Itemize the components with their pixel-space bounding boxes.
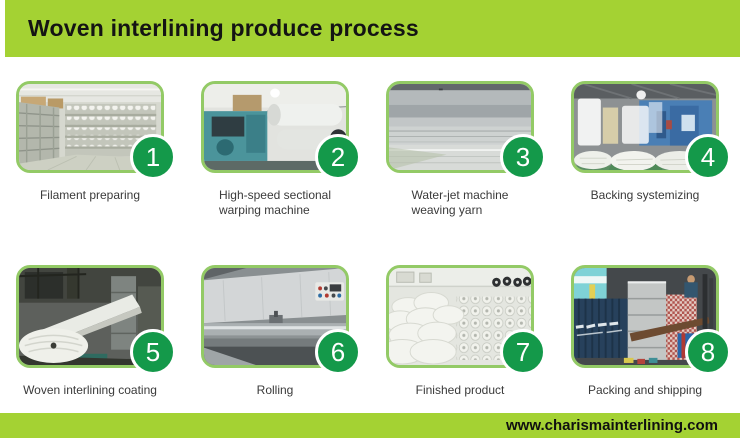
process-steps-grid: 1 Filament preparing	[0, 81, 740, 398]
step-caption: Water-jet machine weaving yarn	[386, 188, 534, 218]
step-number-badge: 3	[500, 134, 546, 180]
step-number: 1	[145, 142, 161, 172]
step-caption-text: High-speed sectional warping machine	[218, 188, 332, 217]
step-caption: Backing systemizing	[571, 188, 719, 203]
step-number-badge: 7	[500, 329, 546, 375]
step-number: 5	[145, 337, 161, 367]
step-caption-text: Water-jet machine weaving yarn	[411, 188, 509, 217]
step-photo-frame: 4	[571, 81, 731, 180]
process-step-7: 7 Finished product	[370, 265, 555, 398]
step-number-badge: 4	[685, 134, 731, 180]
step-number: 3	[515, 142, 531, 172]
step-caption: Finished product	[386, 383, 534, 398]
rolling-machine-photo	[204, 268, 346, 365]
page-footer: www.charismainterlining.com	[0, 413, 740, 438]
step-photo-frame: 6	[201, 265, 361, 375]
website-url[interactable]: www.charismainterlining.com	[506, 417, 718, 434]
process-step-3: 3 Water-jet machine weaving yarn	[370, 81, 555, 265]
page-title: Woven interlining produce process	[28, 15, 419, 41]
process-step-2: 2 High-speed sectional warping machine	[185, 81, 370, 265]
step-caption: Rolling	[201, 383, 349, 398]
step-photo-frame: 7	[386, 265, 546, 375]
process-step-4: 4 Backing systemizing	[555, 81, 740, 265]
coating-machine-photo	[19, 268, 161, 365]
step-photo-frame: 8	[571, 265, 731, 375]
step-number: 4	[700, 142, 716, 172]
step-photo-frame: 5	[16, 265, 176, 375]
photo-border	[571, 265, 719, 368]
process-step-8: 8 Packing and shipping	[555, 265, 740, 398]
process-step-6: 6 Rolling	[185, 265, 370, 398]
step-caption: Filament preparing	[16, 188, 164, 203]
photo-border	[16, 265, 164, 368]
step-number-badge: 2	[315, 134, 361, 180]
step-caption: Packing and shipping	[571, 383, 719, 398]
step-caption-text: Rolling	[256, 383, 294, 397]
step-number: 7	[515, 337, 531, 367]
step-photo-frame: 3	[386, 81, 546, 180]
page-header: Woven interlining produce process	[5, 0, 740, 57]
step-caption: High-speed sectional warping machine	[201, 188, 349, 218]
step-number-badge: 6	[315, 329, 361, 375]
step-photo-frame: 2	[201, 81, 361, 180]
step-caption-text: Backing systemizing	[590, 188, 700, 202]
step-caption-text: Packing and shipping	[587, 383, 703, 397]
step-caption-text: Filament preparing	[39, 188, 141, 202]
process-step-1: 1 Filament preparing	[0, 81, 185, 265]
step-caption-text: Finished product	[415, 383, 505, 397]
process-step-5: 5 Woven interlining coating	[0, 265, 185, 398]
step-number-badge: 8	[685, 329, 731, 375]
backing-systemizing-photo	[574, 84, 716, 170]
step-number-badge: 5	[130, 329, 176, 375]
step-number: 8	[700, 337, 716, 367]
step-caption: Woven interlining coating	[16, 383, 164, 398]
step-number: 2	[330, 142, 346, 172]
rolling-machine-photo-frame	[201, 265, 349, 368]
step-number: 6	[330, 337, 346, 367]
step-photo-frame: 1	[16, 81, 176, 180]
step-number-badge: 1	[130, 134, 176, 180]
step-caption-text: Woven interlining coating	[23, 383, 157, 397]
